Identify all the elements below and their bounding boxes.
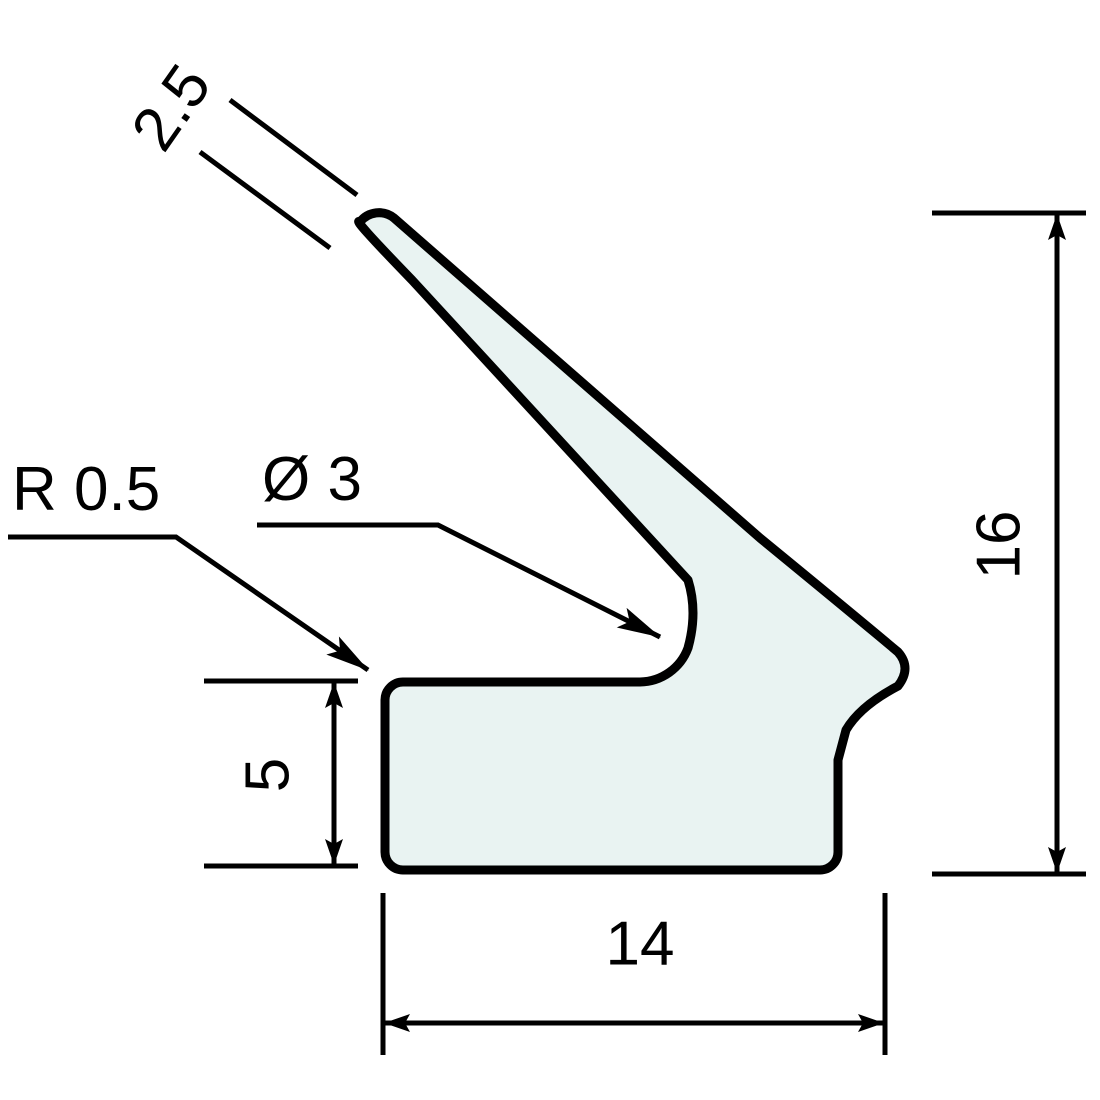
dim-5-label: 5 [233,758,302,792]
annotation-dia3-group: Ø 3 [257,445,662,640]
r05-leader-line [8,534,370,673]
dimension-2-5-group: 2.5 [119,53,359,251]
dim-2-5-label: 2.5 [119,53,225,163]
profile-outline [354,208,910,875]
dim-2-5-leader-lower [198,149,332,251]
annotation-r05-group: R 0.5 [8,455,370,673]
dim-16-label: 16 [964,511,1033,580]
dim-14-label: 14 [606,909,675,978]
dimension-5-group: 5 [204,678,358,869]
r05-label: R 0.5 [12,455,160,524]
dim-2-5-leader-upper [228,97,359,198]
dia3-leader-line [257,522,662,640]
dia3-label: Ø 3 [262,445,362,514]
dimension-14-group: 14 [380,893,888,1055]
dimension-16-group: 16 [932,210,1086,877]
profile-shape-group [354,208,910,875]
